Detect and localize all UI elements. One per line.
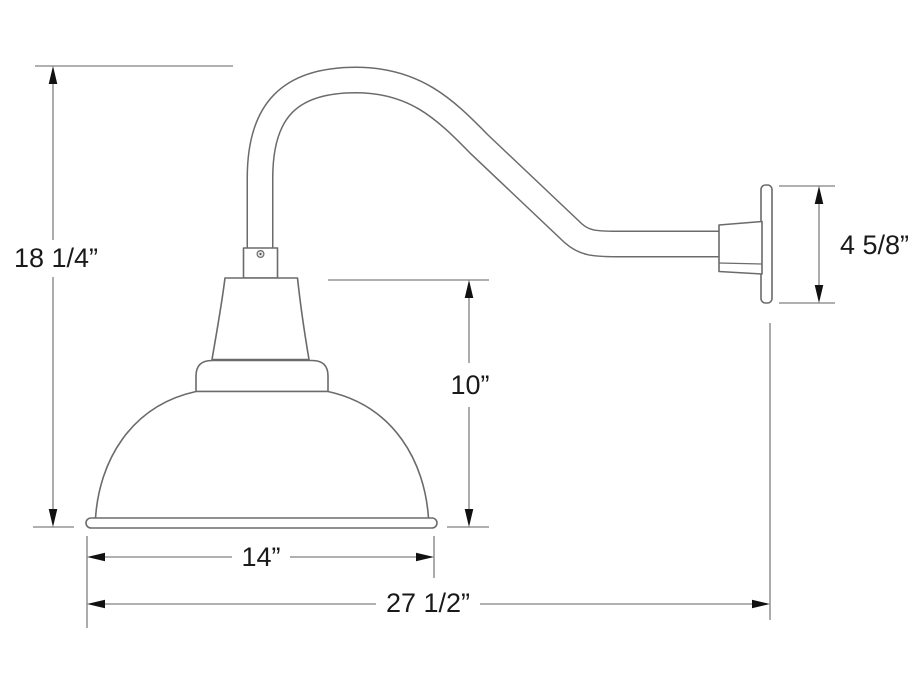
- arrowhead-right-icon: [752, 599, 770, 609]
- dim-label-backplate-height: 4 5/8”: [840, 230, 909, 260]
- arrowhead-right-icon: [416, 552, 434, 562]
- knuckle-screw-center: [259, 252, 262, 256]
- arrowhead-up-icon: [814, 186, 824, 204]
- arrowhead-down-icon: [814, 285, 824, 303]
- arrowhead-up-icon: [48, 66, 58, 84]
- dim-label-overall-height: 18 1/4”: [14, 243, 98, 273]
- dim-label-shade-height: 10”: [450, 370, 489, 400]
- wall-mount-collar-seam: [718, 262, 763, 265]
- shade-collar: [195, 359, 329, 393]
- wall-mount-collar: [718, 220, 763, 275]
- dim-label-overall-projection: 27 1/2”: [386, 588, 470, 618]
- shade-rim: [85, 517, 438, 529]
- arrowhead-left-icon: [87, 599, 105, 609]
- arrowhead-down-icon: [48, 509, 58, 527]
- dome-shade: [94, 390, 430, 520]
- arrowhead-left-icon: [87, 552, 105, 562]
- arrowhead-up-icon: [464, 280, 474, 298]
- fixture: [85, 66, 773, 529]
- arrowhead-down-icon: [464, 509, 474, 527]
- gooseneck-arm-fill: [248, 67, 721, 256]
- dimension-overall-height: 18 1/4”: [14, 65, 233, 528]
- dimension-backplate-height: 4 5/8”: [779, 185, 909, 304]
- dimension-shade-diameter: 14”: [86, 536, 435, 628]
- dimension-shade-height: 10”: [328, 279, 490, 528]
- dim-label-shade-diameter: 14”: [241, 542, 280, 572]
- shade-neck: [211, 277, 310, 361]
- dimension-overall-projection: 27 1/2”: [87, 323, 771, 620]
